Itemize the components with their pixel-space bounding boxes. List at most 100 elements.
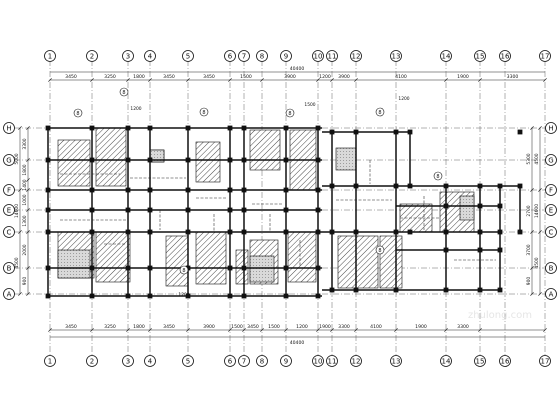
dim-left-total-text: 4500 bbox=[14, 257, 20, 268]
structural-column bbox=[497, 247, 503, 253]
dim-bottom-text: 1500 bbox=[268, 324, 280, 330]
axis-label-top: 14 bbox=[442, 53, 451, 61]
axis-bubble-right bbox=[545, 204, 557, 216]
structural-column bbox=[393, 129, 399, 135]
structural-column bbox=[443, 183, 449, 189]
axis-label-bottom: 11 bbox=[328, 358, 337, 366]
dim-bottom-text: 3450 bbox=[65, 324, 77, 330]
axis-bubble-top bbox=[238, 50, 250, 62]
axis-bubble-top bbox=[224, 50, 236, 62]
axis-bubble-top bbox=[350, 50, 362, 62]
axis-label-bottom: 15 bbox=[476, 358, 485, 366]
axis-bubble-right bbox=[545, 262, 557, 274]
axis-bubble-top bbox=[122, 50, 134, 62]
axis-bubble-top bbox=[499, 50, 511, 62]
axis-bubble-left bbox=[3, 226, 15, 238]
dotted-opening bbox=[57, 249, 91, 279]
structural-column bbox=[241, 125, 247, 131]
structural-column bbox=[393, 287, 399, 293]
axis-bubble-right bbox=[545, 226, 557, 238]
hatched-slab bbox=[379, 235, 403, 289]
structural-column bbox=[329, 183, 335, 189]
structural-column bbox=[315, 293, 321, 299]
dim-top-text: 4100 bbox=[395, 74, 407, 80]
slab-tag bbox=[285, 108, 295, 118]
slab-tag-text: 8 bbox=[436, 174, 439, 180]
structural-column bbox=[45, 125, 51, 131]
structural-column bbox=[477, 229, 483, 235]
dim-right-total-text: 4500 bbox=[534, 153, 540, 164]
axis-bubble-left bbox=[3, 154, 15, 166]
axis-bubbles: 1122334455667788991010111112121313141415… bbox=[3, 50, 557, 367]
axis-label-right: A bbox=[549, 291, 554, 299]
structural-column bbox=[443, 247, 449, 253]
axis-bubble-bottom bbox=[238, 355, 250, 367]
axis-label-top: 8 bbox=[260, 53, 264, 61]
axis-bubble-top bbox=[312, 50, 324, 62]
structural-column bbox=[477, 183, 483, 189]
axis-bubble-top bbox=[539, 50, 551, 62]
axis-bubble-top bbox=[326, 50, 338, 62]
dim-top-text: 1200 bbox=[319, 74, 331, 80]
dim-left-text: 900 bbox=[22, 277, 28, 286]
structural-column bbox=[147, 207, 153, 213]
dim-bottom-text: 4100 bbox=[370, 324, 382, 330]
structural-column bbox=[125, 293, 131, 299]
hatched-slab bbox=[287, 231, 317, 283]
axis-bubble-bottom bbox=[474, 355, 486, 367]
structural-column bbox=[45, 293, 51, 299]
dim-right-text: 900 bbox=[526, 277, 532, 286]
axis-bubble-bottom bbox=[326, 355, 338, 367]
axis-label-top: 2 bbox=[90, 53, 94, 61]
structural-column bbox=[477, 203, 483, 209]
structural-column bbox=[497, 203, 503, 209]
structural-column bbox=[241, 207, 247, 213]
structural-column bbox=[89, 265, 95, 271]
structural-column bbox=[185, 293, 191, 299]
axis-bubble-bottom bbox=[280, 355, 292, 367]
axis-label-right: F bbox=[549, 187, 553, 195]
axis-bubble-bottom bbox=[350, 355, 362, 367]
structural-column bbox=[443, 287, 449, 293]
dim-bottom-text: 1800 bbox=[133, 324, 145, 330]
dim-top-text: 3900 bbox=[284, 74, 296, 80]
axis-label-bottom: 16 bbox=[501, 358, 510, 366]
structural-column bbox=[241, 265, 247, 271]
structural-column bbox=[477, 287, 483, 293]
structural-column bbox=[125, 229, 131, 235]
dim-left-text: 3300 bbox=[22, 138, 28, 149]
axis-label-left: B bbox=[7, 265, 12, 273]
structural-column bbox=[227, 157, 233, 163]
structural-column bbox=[147, 293, 153, 299]
hatched-slab bbox=[337, 235, 379, 289]
level-mark: 1200 bbox=[130, 106, 141, 112]
slab-tag-text: 8 bbox=[202, 110, 205, 116]
hatched-slab bbox=[165, 235, 189, 287]
structural-column bbox=[315, 265, 321, 271]
structural-column bbox=[283, 187, 289, 193]
axis-bubble-top bbox=[390, 50, 402, 62]
dim-bottom-text: 1200 bbox=[296, 324, 308, 330]
hatched-slab bbox=[195, 231, 227, 285]
axis-bubble-left bbox=[3, 204, 15, 216]
structural-column bbox=[45, 229, 51, 235]
structural-column bbox=[353, 129, 359, 135]
level-mark: 1200 bbox=[178, 292, 189, 298]
axis-label-right: H bbox=[548, 125, 553, 133]
structural-column bbox=[517, 229, 523, 235]
hatched-slab bbox=[95, 231, 131, 283]
dim-left-text: 1400 bbox=[22, 179, 28, 190]
structural-column bbox=[125, 265, 131, 271]
axis-label-top: 4 bbox=[148, 53, 153, 61]
slab-tag-text: 8 bbox=[288, 111, 291, 117]
axis-label-bottom: 4 bbox=[148, 358, 153, 366]
structural-column bbox=[283, 293, 289, 299]
axis-label-left: H bbox=[6, 125, 11, 133]
hatched-slab bbox=[249, 129, 281, 171]
structural-column bbox=[477, 247, 483, 253]
structural-column bbox=[45, 207, 51, 213]
dim-bottom-text: 1900 bbox=[415, 324, 427, 330]
hatched-slab bbox=[195, 141, 221, 183]
structural-column bbox=[353, 183, 359, 189]
axis-bubble-right bbox=[545, 288, 557, 300]
